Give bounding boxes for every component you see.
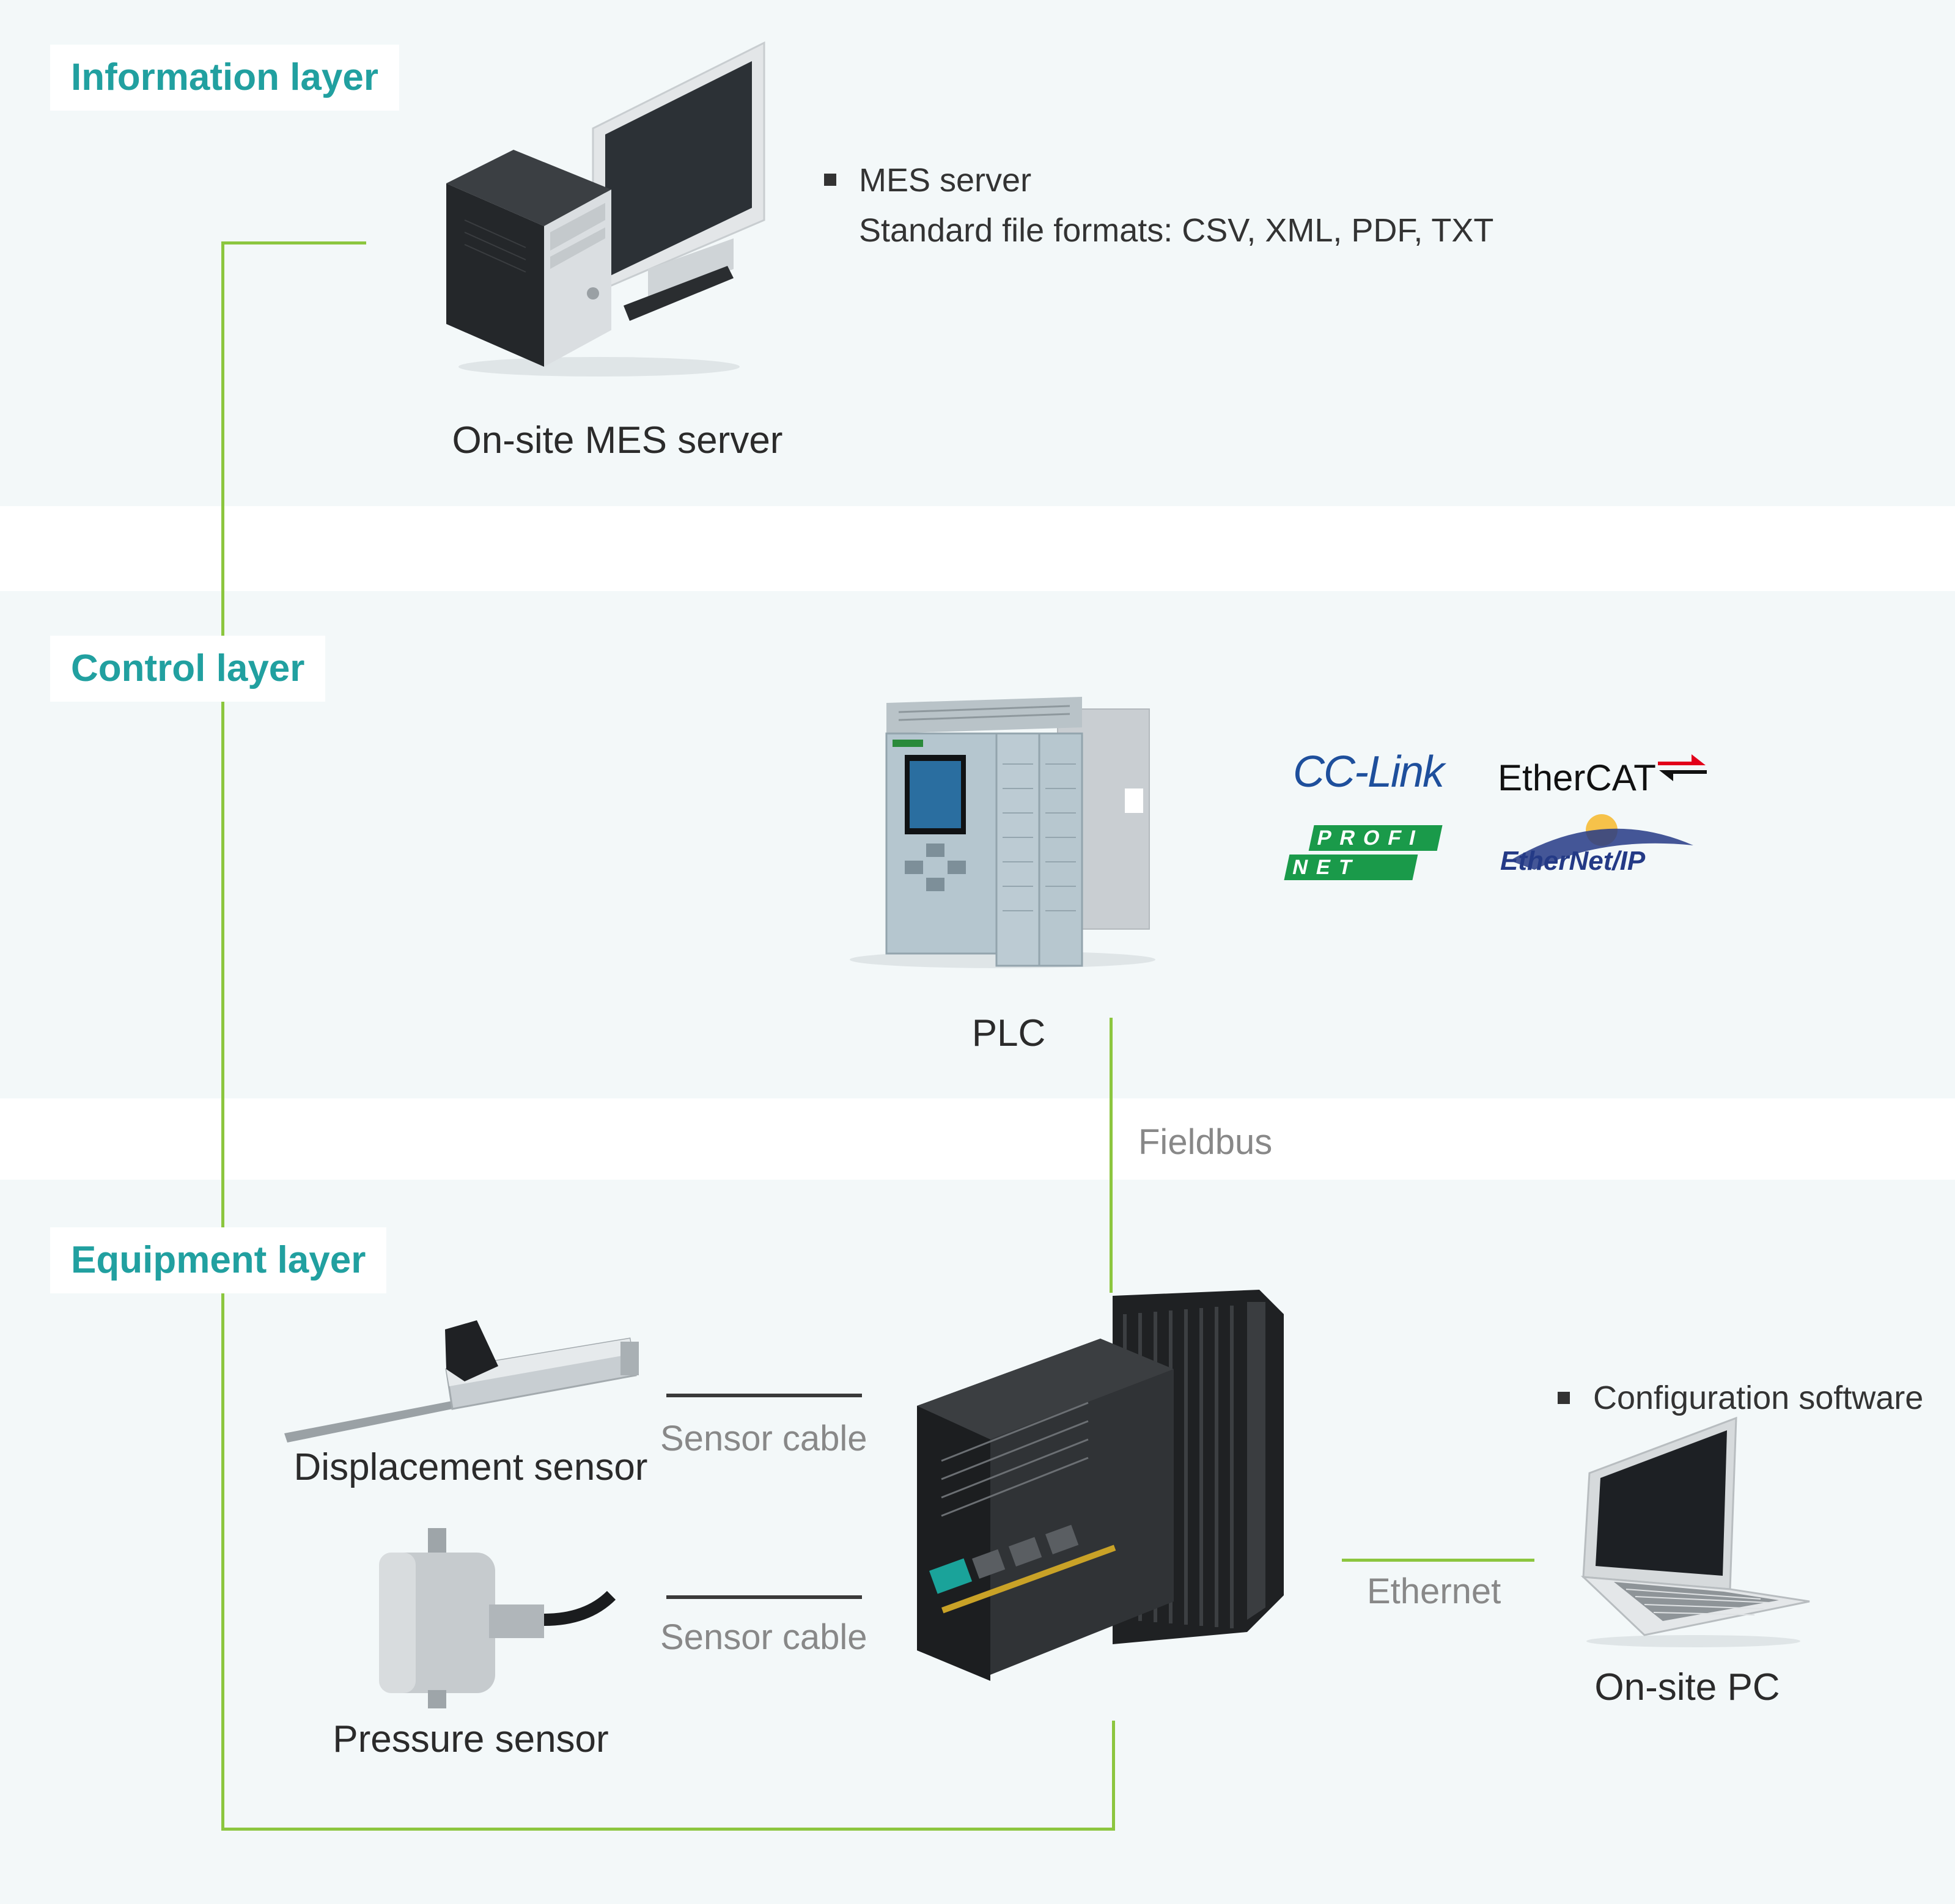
uplink-wire-vertical — [221, 241, 224, 1831]
profinet-logo: PROFI NET — [1284, 825, 1443, 880]
laptop-icon — [1580, 1416, 1810, 1647]
onsite-pc-label: On-site PC — [1594, 1666, 1780, 1708]
fieldbus-label: Fieldbus — [1138, 1122, 1273, 1162]
mes-server-note: MES server — [859, 162, 1032, 199]
pressure-sensor-label: Pressure sensor — [333, 1718, 609, 1760]
mes-bullet-icon — [824, 174, 836, 186]
mes-file-formats-note: Standard file formats: CSV, XML, PDF, TX… — [859, 212, 1494, 249]
ethernet-ip-globe-icon — [1510, 814, 1693, 870]
displacement-sensor-icon — [284, 1320, 639, 1443]
ethernet-label: Ethernet — [1367, 1571, 1501, 1611]
sensor-cable-label-1: Sensor cable — [660, 1419, 867, 1458]
uplink-wire-bottom — [221, 1828, 1115, 1831]
displacement-sensor-label: Displacement sensor — [293, 1446, 648, 1488]
desktop-computer-icon — [446, 41, 765, 377]
mes-server-label: On-site MES server — [452, 419, 783, 461]
ethernet-ip-logo: EtherNet/IP — [1498, 812, 1699, 879]
control-layer-label: Control layer — [50, 636, 326, 702]
pressure-sensor-icon — [379, 1528, 616, 1708]
fieldbus-wire — [1110, 1018, 1113, 1293]
ethercat-arrows-icon — [1658, 754, 1707, 781]
edge-controller-icon — [917, 1290, 1284, 1681]
sensor-cable-line-1 — [666, 1394, 862, 1397]
plc-icon — [850, 697, 1155, 968]
configuration-software-note: Configuration software — [1593, 1380, 1924, 1416]
sensor-cable-label-2: Sensor cable — [660, 1617, 867, 1657]
equipment-layer-label: Equipment layer — [50, 1227, 387, 1293]
plc-label: PLC — [971, 1012, 1046, 1054]
cc-link-logo: CC-Link — [1293, 748, 1445, 796]
uplink-wire-controller — [1112, 1721, 1115, 1831]
information-layer-label: Information layer — [50, 45, 399, 111]
uplink-wire-top — [221, 241, 366, 244]
pc-bullet-icon — [1558, 1392, 1570, 1404]
sensor-cable-line-2 — [666, 1595, 862, 1599]
ethernet-wire — [1342, 1559, 1534, 1562]
ethercat-logo: EtherCAT — [1498, 754, 1707, 806]
